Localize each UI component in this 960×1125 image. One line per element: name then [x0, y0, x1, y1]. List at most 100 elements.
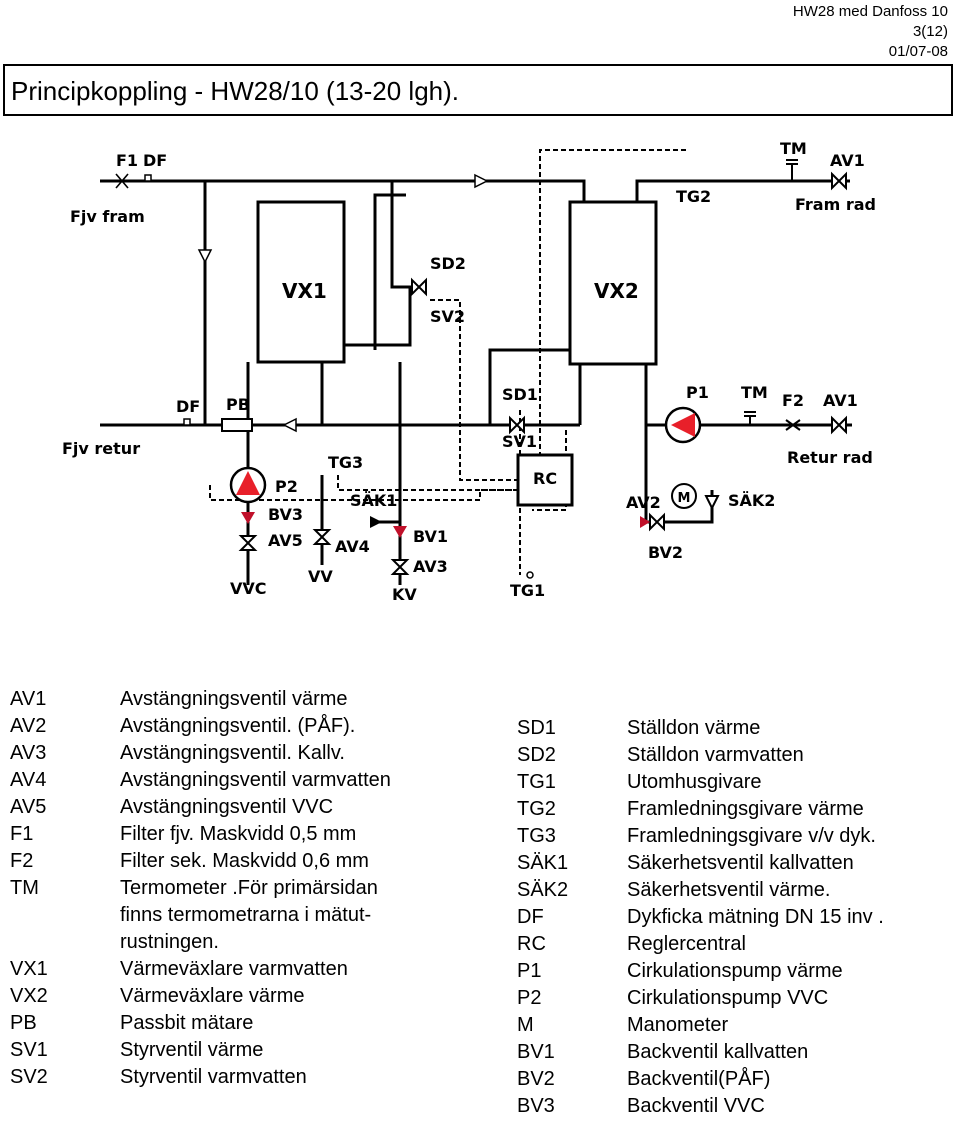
- bv2-check: [640, 516, 650, 528]
- legend-row: AV3 Avstängningsventil. Kallv.: [10, 740, 391, 767]
- legend-row: SV2 Styrventil varmvatten: [10, 1064, 391, 1091]
- svg-text:M: M: [678, 491, 691, 506]
- pb-pipe-piece: [221, 418, 253, 432]
- label-tg1: TG1: [510, 581, 545, 600]
- sak2-valve: [704, 495, 720, 511]
- legend-code: P1: [517, 960, 542, 982]
- legend-row: SD2 Ställdon varmvatten: [517, 742, 884, 769]
- legend-description: Framledningsgivare värme: [627, 798, 864, 820]
- label-p2: P2: [275, 477, 298, 496]
- label-bv2: BV2: [648, 543, 683, 562]
- legend-description: Styrventil värme: [120, 1039, 264, 1061]
- df-top-pocket: [144, 174, 152, 182]
- label-vv: VV: [308, 567, 333, 586]
- sak1-valve: [370, 516, 382, 528]
- legend-code: TG2: [517, 798, 556, 820]
- legend-description: Manometer: [627, 1014, 729, 1036]
- legend-code: AV5: [10, 796, 47, 818]
- control-line-p2: [209, 485, 520, 501]
- label-sd2: SD2: [430, 254, 466, 273]
- legend-code: M: [517, 1014, 534, 1036]
- header-page: 3(12): [912, 23, 948, 40]
- label-fram-rad: Fram rad: [795, 195, 876, 214]
- legend-description: Styrventil varmvatten: [120, 1066, 307, 1088]
- label-fjv-fram: Fjv fram: [70, 207, 145, 226]
- label-df-bottom: DF: [176, 397, 200, 416]
- legend-description: Filter sek. Maskvidd 0,6 mm: [120, 850, 369, 872]
- av1-bottom-valve: [831, 415, 847, 435]
- legend-code: [10, 902, 120, 929]
- label-fjv-retur: Fjv retur: [62, 439, 140, 458]
- legend-description: Backventil(PÅF): [627, 1068, 771, 1090]
- legend-description: Ställdon varmvatten: [627, 744, 804, 766]
- label-df-top: DF: [143, 151, 167, 170]
- label-av3: AV3: [413, 557, 448, 576]
- label-av2: AV2: [626, 493, 661, 512]
- av3-valve: [390, 559, 410, 575]
- tg1-sensor: [526, 571, 534, 579]
- legend-description: rustningen.: [120, 931, 219, 953]
- p2-pump: [229, 466, 267, 504]
- schematic-diagram: M F1 DF Fjv fram VX1 VX2 SD2 SV2 TG2 TM …: [62, 139, 876, 604]
- legend-code: SD1: [517, 717, 556, 739]
- sv1-valve: [509, 415, 525, 435]
- radiator-supply: [635, 179, 850, 202]
- control-line-sd2: [430, 299, 520, 481]
- label-sv2: SV2: [430, 307, 465, 326]
- label-kv: KV: [392, 585, 417, 604]
- av2-valve: [649, 512, 665, 532]
- legend-description: Utomhusgivare: [627, 771, 762, 793]
- legend-code: AV3: [10, 742, 47, 764]
- label-bv3: BV3: [268, 505, 303, 524]
- legend-code: AV4: [10, 769, 47, 791]
- title-box: Principkoppling - HW28/10 (13-20 lgh).: [3, 64, 953, 116]
- vx1-to-return: [373, 193, 406, 350]
- legend-row: M Manometer: [517, 1012, 884, 1039]
- tm-top-gauge: [786, 159, 798, 181]
- label-f1: F1: [116, 151, 138, 170]
- vx2-to-sv1: [488, 348, 570, 425]
- df-bottom-pocket: [183, 418, 191, 426]
- legend-description: Filter fjv. Maskvidd 0,5 mm: [120, 823, 357, 845]
- legend-code: SÄK1: [517, 852, 569, 874]
- legend-code: PB: [10, 1012, 37, 1034]
- legend-description: Cirkulationspump VVC: [627, 987, 829, 1009]
- legend-code: AV2: [10, 715, 47, 737]
- legend-row: finns termometrarna i mätut-: [10, 902, 391, 929]
- vx1-exchanger: [256, 200, 346, 364]
- legend-code: VX1: [10, 958, 48, 980]
- legend-description: Passbit mätare: [120, 1012, 254, 1034]
- f1-filter: [115, 173, 129, 189]
- legend-description: Avstängningsventil. Kallv.: [120, 742, 345, 764]
- label-pb: PB: [226, 395, 250, 414]
- bv3-check: [241, 512, 255, 524]
- label-tm-bottom: TM: [741, 383, 768, 402]
- manometer: M: [671, 483, 697, 509]
- label-sv1: SV1: [502, 432, 537, 451]
- flow-arrow-left: [197, 249, 213, 264]
- legend-description: Värmeväxlare varmvatten: [120, 958, 348, 980]
- legend-code: VX2: [10, 985, 48, 1007]
- legend-code: TG3: [517, 825, 556, 847]
- legend-description: Cirkulationspump värme: [627, 960, 843, 982]
- p1-pump: [664, 406, 702, 444]
- legend-code: SD2: [517, 744, 556, 766]
- legend-code: RC: [517, 933, 546, 955]
- legend-code: SV2: [10, 1066, 48, 1088]
- legend-description: Avstängningsventil varmvatten: [120, 769, 391, 791]
- page-title: Principkoppling - HW28/10 (13-20 lgh).: [11, 76, 459, 106]
- legend-row: AV4 Avstängningsventil varmvatten: [10, 767, 391, 794]
- legend-code: [10, 929, 120, 956]
- label-sak1: SÄK1: [350, 491, 397, 510]
